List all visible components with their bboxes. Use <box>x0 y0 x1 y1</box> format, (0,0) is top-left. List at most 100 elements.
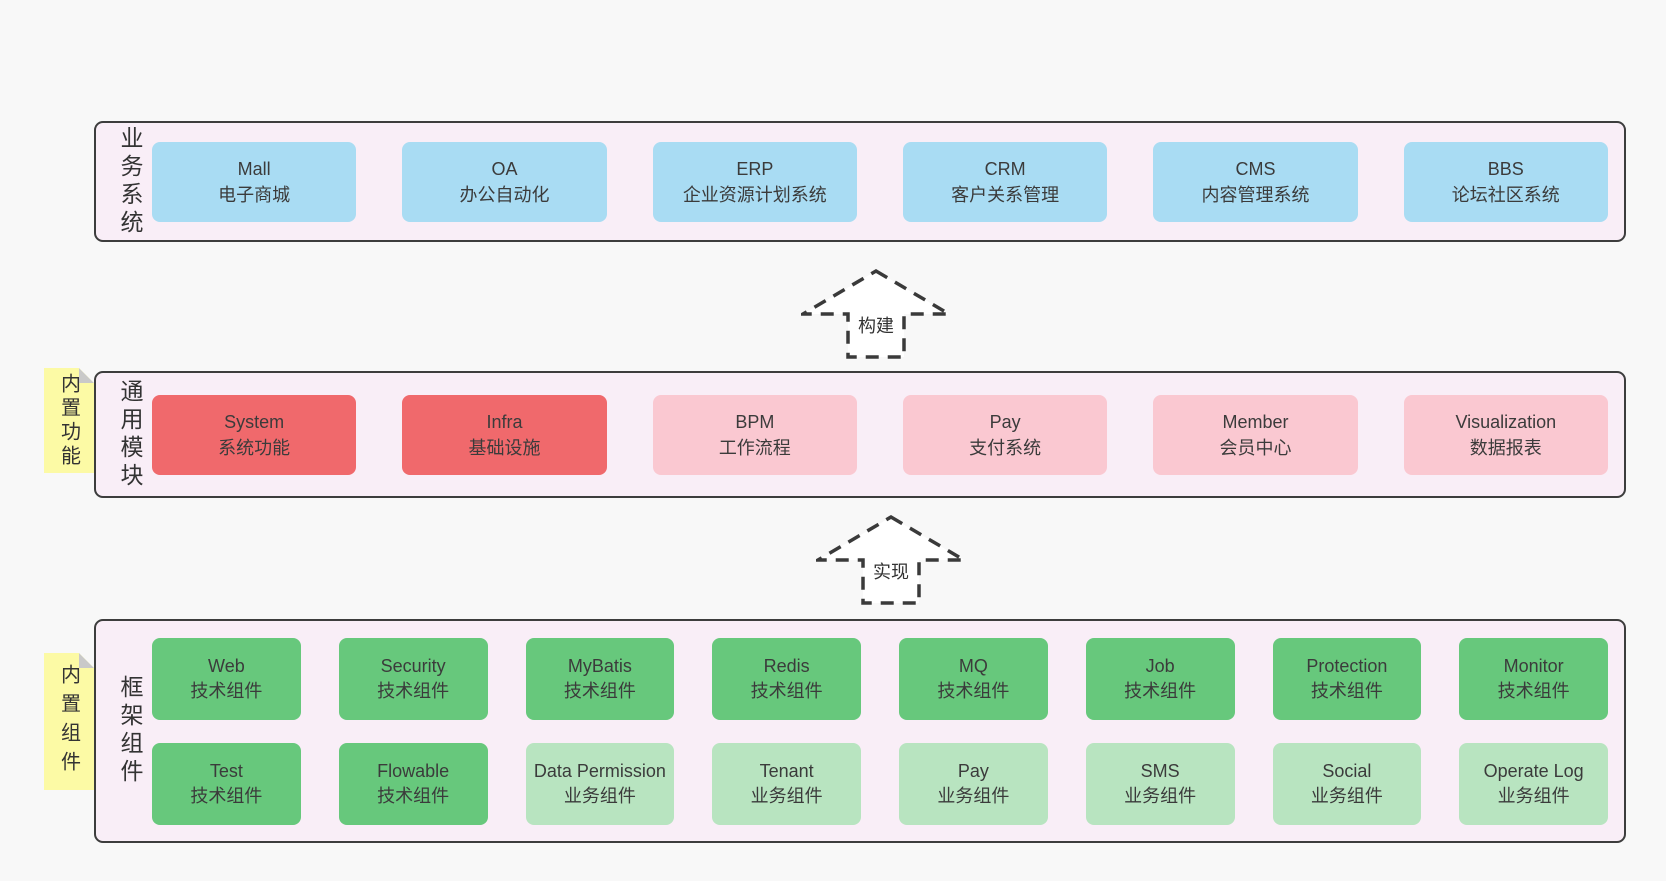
builtin-components-note: 内置组件 <box>44 653 94 790</box>
box-subtitle: 技术组件 <box>937 680 1010 701</box>
box-subtitle: 系统功能 <box>218 437 291 458</box>
box-title: Protection <box>1306 655 1388 676</box>
box-subtitle: 技术组件 <box>750 680 823 701</box>
box-erp: ERP 企业资源计划系统 <box>652 141 857 222</box>
box-visualization: Visualization 数据报表 <box>1403 394 1608 475</box>
implement-arrow: 实现 <box>816 514 966 605</box>
box-subtitle: 业务组件 <box>937 785 1010 806</box>
business-boxes-row: Mall 电子商城 OA 办公自动化 ERP 企业资源计划系统 CRM 客户关系… <box>152 123 1608 240</box>
framework-boxes-grid: Web 技术组件 Security 技术组件 MyBatis 技术组件 Redi… <box>152 621 1608 841</box>
framework-row-1: Web 技术组件 Security 技术组件 MyBatis 技术组件 Redi… <box>152 637 1608 720</box>
layer-label-framework: 框架组件 <box>117 675 143 787</box>
box-title: ERP <box>736 158 774 179</box>
box-subtitle: 工作流程 <box>718 437 791 458</box>
box-title: CMS <box>1235 158 1276 179</box>
box-oa: OA 办公自动化 <box>402 141 607 222</box>
box-title: OA <box>491 158 518 179</box>
build-arrow-label: 构建 <box>858 316 894 336</box>
box-title: Member <box>1222 411 1289 432</box>
box-subtitle: 业务组件 <box>563 785 636 806</box>
box-subtitle: 支付系统 <box>969 437 1042 458</box>
box-redis: Redis 技术组件 <box>712 637 861 720</box>
builtin-functions-note: 内置功能 <box>44 368 94 473</box>
build-arrow: 构建 <box>801 268 951 359</box>
business-systems-layer: 业务系统 Mall 电子商城 OA 办公自动化 ERP 企业资源计划系统 CRM… <box>94 121 1626 242</box>
box-mybatis: MyBatis 技术组件 <box>525 637 675 720</box>
box-subtitle: 技术组件 <box>190 680 263 701</box>
box-subtitle: 论坛社区系统 <box>1451 184 1560 205</box>
box-pay-biz: Pay 业务组件 <box>899 742 1048 825</box>
box-title: Pay <box>989 411 1021 432</box>
common-modules-layer: 通用模块 System 系统功能 Infra 基础设施 BPM 工作流程 Pay… <box>94 371 1626 498</box>
box-subtitle: 业务组件 <box>750 785 823 806</box>
box-title: Mall <box>237 158 271 179</box>
box-title: Social <box>1322 760 1372 781</box>
dashed-up-arrow-shape <box>801 268 951 359</box>
box-title: SMS <box>1140 760 1180 781</box>
box-subtitle: 技术组件 <box>190 785 263 806</box>
box-title: MyBatis <box>567 655 632 676</box>
box-title: Data Permission <box>533 760 666 781</box>
box-subtitle: 业务组件 <box>1124 785 1197 806</box>
framework-components-layer: 框架组件 Web 技术组件 Security 技术组件 MyBatis 技术组件… <box>94 619 1626 843</box>
box-title: Operate Log <box>1483 760 1584 781</box>
box-subtitle: 技术组件 <box>377 785 450 806</box>
framework-row-2: Test 技术组件 Flowable 技术组件 Data Permission … <box>152 742 1608 825</box>
box-title: Redis <box>763 655 810 676</box>
box-job: Job 技术组件 <box>1085 637 1235 720</box>
box-monitor: Monitor 技术组件 <box>1459 637 1608 720</box>
box-tenant: Tenant 业务组件 <box>712 742 861 825</box>
box-title: Pay <box>957 760 989 781</box>
box-bbs: BBS 论坛社区系统 <box>1403 141 1608 222</box>
box-subtitle: 办公自动化 <box>459 184 550 205</box>
box-pay: Pay 支付系统 <box>902 394 1108 475</box>
box-subtitle: 业务组件 <box>1497 785 1570 806</box>
box-infra: Infra 基础设施 <box>402 394 607 475</box>
box-subtitle: 数据报表 <box>1469 437 1542 458</box>
box-subtitle: 电子商城 <box>218 184 291 205</box>
box-sms: SMS 业务组件 <box>1085 742 1235 825</box>
box-title: Security <box>380 655 446 676</box>
box-cms: CMS 内容管理系统 <box>1153 141 1358 222</box>
box-social: Social 业务组件 <box>1272 742 1422 825</box>
box-title: Tenant <box>759 760 814 781</box>
box-subtitle: 业务组件 <box>1310 785 1383 806</box>
box-subtitle: 内容管理系统 <box>1201 184 1310 205</box>
box-flowable: Flowable 技术组件 <box>338 742 488 825</box>
box-subtitle: 技术组件 <box>1310 680 1383 701</box>
box-title: BBS <box>1487 158 1524 179</box>
box-title: Web <box>208 655 245 676</box>
box-crm: CRM 客户关系管理 <box>902 141 1108 222</box>
box-title: Monitor <box>1503 655 1564 676</box>
box-bpm: BPM 工作流程 <box>652 394 857 475</box>
box-operate-log: Operate Log 业务组件 <box>1459 742 1608 825</box>
box-subtitle: 会员中心 <box>1219 437 1292 458</box>
box-title: BPM <box>735 411 775 432</box>
box-security: Security 技术组件 <box>338 637 488 720</box>
box-subtitle: 技术组件 <box>563 680 636 701</box>
layer-label-modules: 通用模块 <box>117 378 143 491</box>
box-title: Infra <box>486 411 523 432</box>
box-system: System 系统功能 <box>152 394 357 475</box>
box-subtitle: 技术组件 <box>1497 680 1570 701</box>
box-test: Test 技术组件 <box>152 742 301 825</box>
box-protection: Protection 技术组件 <box>1272 637 1422 720</box>
box-subtitle: 技术组件 <box>377 680 450 701</box>
implement-arrow-label: 实现 <box>873 562 909 582</box>
box-title: Test <box>209 760 243 781</box>
box-subtitle: 技术组件 <box>1124 680 1197 701</box>
dashed-up-arrow-shape <box>816 514 966 605</box>
module-boxes-row: System 系统功能 Infra 基础设施 BPM 工作流程 Pay 支付系统… <box>152 373 1608 496</box>
box-title: Visualization <box>1455 411 1557 432</box>
box-title: MQ <box>958 655 988 676</box>
box-title: Flowable <box>377 760 450 781</box>
box-subtitle: 基础设施 <box>468 437 541 458</box>
box-mq: MQ 技术组件 <box>899 637 1048 720</box>
layer-label-business: 业务系统 <box>117 125 143 238</box>
box-data-permission: Data Permission 业务组件 <box>525 742 675 825</box>
box-title: Job <box>1145 655 1175 676</box>
box-member: Member 会员中心 <box>1153 394 1358 475</box>
box-subtitle: 客户关系管理 <box>951 184 1060 205</box>
box-mall: Mall 电子商城 <box>152 141 357 222</box>
box-title: System <box>224 411 285 432</box>
